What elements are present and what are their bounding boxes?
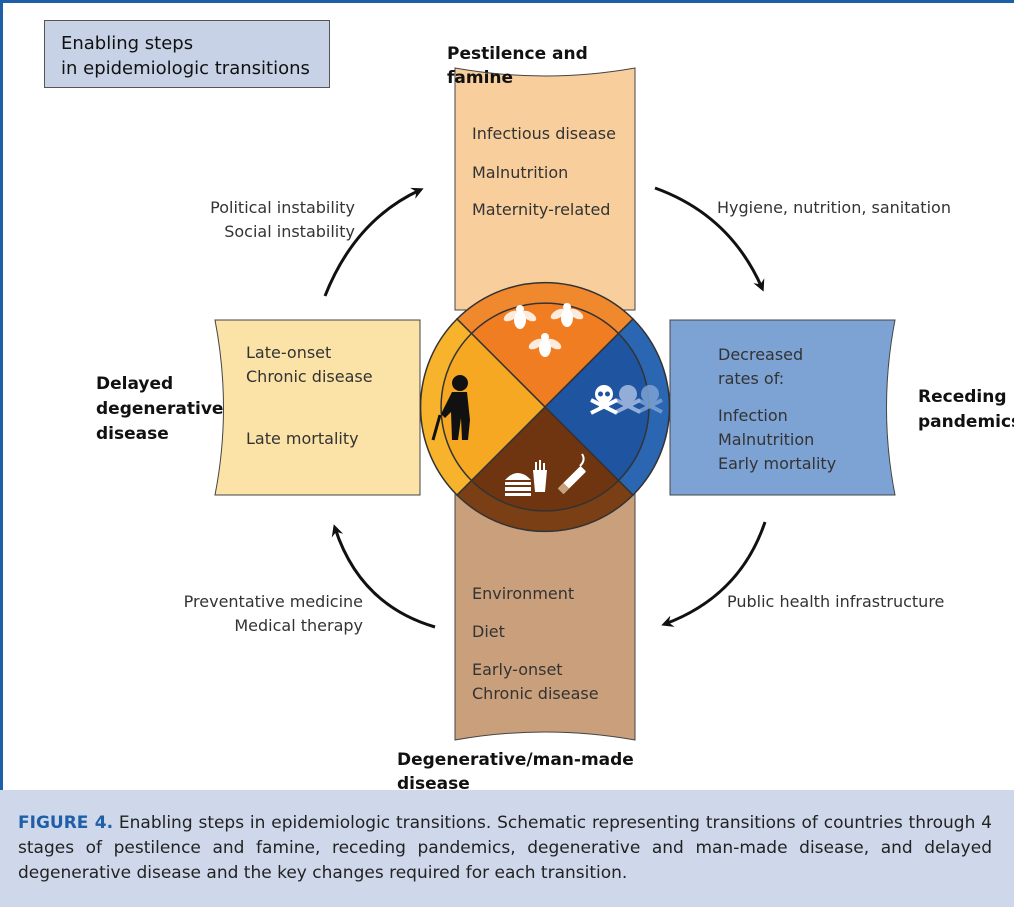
arrow-bottom-right <box>661 521 767 627</box>
right-item-5: Early mortality <box>718 454 837 473</box>
arrow-top-left <box>323 187 424 297</box>
stage-label-left: Delayed degenerative disease <box>96 372 223 447</box>
transition-bottom-left: Preventative medicine Medical therapy <box>150 590 363 638</box>
bottom-item-2: Diet <box>472 622 505 641</box>
stage-label-left-line-2: degenerative <box>96 399 224 419</box>
title-line-1: Enabling steps <box>61 33 194 54</box>
transition-bottom-left-line-2: Medical therapy <box>234 616 363 635</box>
arrow-bottom-left <box>331 524 436 629</box>
skull-crossbones-icon <box>590 385 663 415</box>
figure-caption: FIGURE 4. Enabling steps in epidemiologi… <box>0 790 1014 907</box>
right-item-1: Decreased <box>718 345 804 364</box>
stage-label-right-line-1: Receding <box>918 387 1007 407</box>
elderly-person-icon <box>431 375 470 441</box>
stage-label-top: Pestilence and famine <box>447 44 588 88</box>
right-item-4: Malnutrition <box>718 430 815 449</box>
top-item-2: Malnutrition <box>472 163 569 182</box>
transition-bottom-left-line-1: Preventative medicine <box>183 592 363 611</box>
title-line-2: in epidemiologic transitions <box>61 58 310 79</box>
fast-food-cigarette-icon <box>505 453 586 496</box>
left-item-2: Chronic disease <box>246 367 373 386</box>
transition-top-left: Political instability Social instability <box>150 196 355 244</box>
right-band <box>669 319 896 496</box>
transition-top-left-line-1: Political instability <box>210 198 355 217</box>
top-item-3: Maternity-related <box>472 200 611 219</box>
transition-top-left-line-2: Social instability <box>224 222 355 241</box>
transition-top-right: Hygiene, nutrition, sanitation <box>717 198 951 217</box>
stage-label-bottom: Degenerative/man-made disease <box>397 750 634 794</box>
diagram-title-box: Enabling steps in epidemiologic transiti… <box>44 20 330 88</box>
stage-label-right-line-2: pandemics <box>918 412 1014 432</box>
stage-label-left-line-3: disease <box>96 424 169 444</box>
bottom-item-3: Early-onset <box>472 660 563 679</box>
flies-icon <box>503 303 584 357</box>
transition-bottom-right: Public health infrastructure <box>727 592 945 611</box>
left-inner-wedge <box>440 332 547 482</box>
left-item-3: Late mortality <box>246 429 359 448</box>
left-item-1: Late-onset <box>246 343 332 362</box>
figure-label: FIGURE 4. <box>18 813 114 833</box>
stage-label-left-line-1: Delayed <box>96 374 174 394</box>
top-item-1: Infectious disease <box>472 124 616 143</box>
arrow-top-right <box>654 186 765 292</box>
right-item-3: Infection <box>718 406 788 425</box>
bottom-item-1: Environment <box>472 584 575 603</box>
top-band <box>454 67 636 311</box>
stage-label-right: Receding pandemics <box>918 385 1014 435</box>
right-item-2: rates of: <box>718 369 785 388</box>
bottom-item-4: Chronic disease <box>472 684 599 703</box>
left-band <box>214 319 421 496</box>
bottom-band <box>454 489 636 741</box>
caption-text: Enabling steps in epidemiologic transiti… <box>18 813 992 883</box>
